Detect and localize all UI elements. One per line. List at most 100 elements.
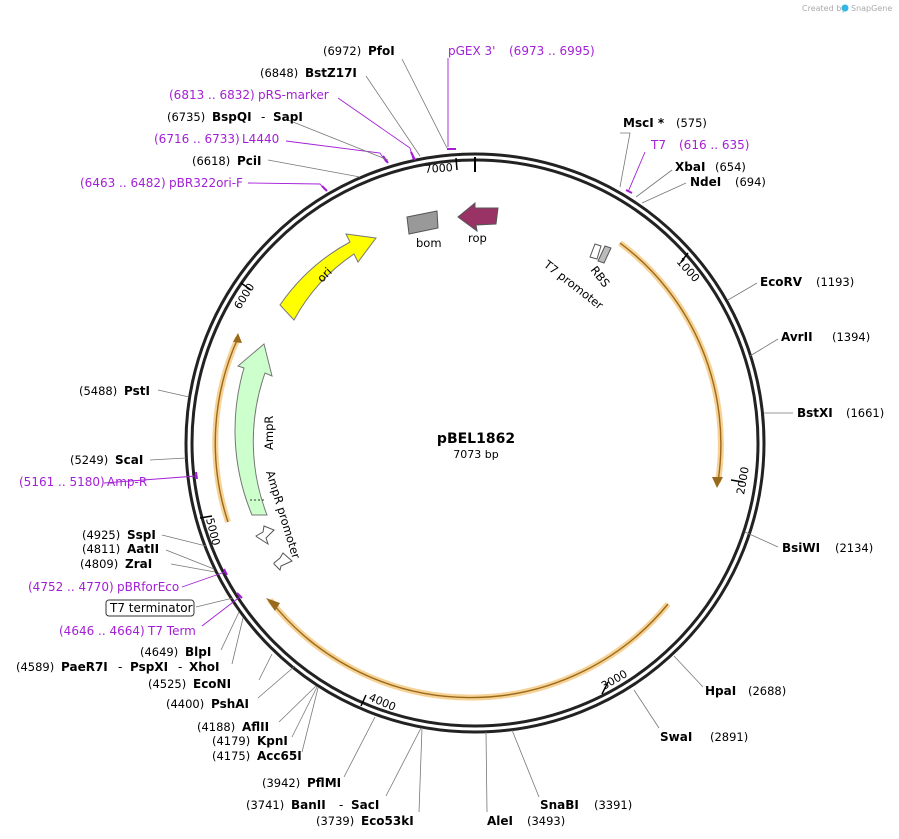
- site-name: PciI: [237, 154, 262, 168]
- snapgene-logo-icon: [841, 4, 849, 12]
- primer-name: L4440: [242, 132, 279, 146]
- plasmid-name: pBEL1862: [437, 431, 515, 447]
- plasmid-size: 7073 bp: [453, 448, 498, 461]
- t7-terminator-feature[interactable]: T7 terminator: [105, 597, 234, 617]
- site-bstZ17I[interactable]: BstZ17I (6848): [260, 66, 421, 157]
- ampr-label: AmpR: [262, 416, 276, 450]
- site-eco53kI[interactable]: Eco53kI (3739): [316, 727, 423, 828]
- site-pos: (4649): [140, 645, 178, 659]
- site-name: PfoI: [368, 44, 395, 58]
- svg-text:-: -: [178, 660, 182, 674]
- site-name: ScaI: [115, 453, 143, 467]
- tick-7000: [455, 157, 458, 171]
- primer-range: (616 .. 635): [679, 138, 749, 152]
- site-ndeI[interactable]: NdeI (694): [641, 175, 766, 204]
- site-pos: (3391): [594, 798, 632, 812]
- site-ecoNI[interactable]: EcoNI (4525): [148, 653, 273, 691]
- primer-t7[interactable]: T7 (616 .. 635): [625, 138, 749, 194]
- site-swaI[interactable]: SwaI (2891): [633, 689, 748, 744]
- site-sspI[interactable]: SspI (4925): [82, 528, 207, 547]
- svg-text:-: -: [118, 660, 122, 674]
- site-mscI[interactable]: MscI * (575): [619, 116, 707, 188]
- site-banII-sacI[interactable]: (3741) BanII - SacI: [246, 727, 422, 812]
- site-name: SwaI: [660, 730, 692, 744]
- primer-range: (6716 .. 6733): [154, 132, 240, 146]
- site-aflII[interactable]: AflII (4188): [197, 685, 317, 734]
- ampr-promoter-label: AmpR promoter: [263, 469, 303, 561]
- primer-prs-marker[interactable]: (6813 .. 6832) pRS-marker: [169, 88, 416, 161]
- tick-4000: [360, 694, 367, 707]
- credit-brand: SnapGene: [851, 4, 892, 13]
- site-pshAI[interactable]: PshAI (4400): [166, 665, 296, 711]
- site-name: BsiWI: [782, 541, 820, 555]
- site-name: AflII: [242, 720, 269, 734]
- primer-pbrforeco[interactable]: (4752 .. 4770) pBRforEco: [28, 568, 228, 594]
- site-name: ZraI: [125, 557, 152, 571]
- site-pos: (6735): [167, 110, 205, 124]
- site-paeR7I-pspXI-xhoI[interactable]: (4589) PaeR7I - PspXI - XhoI: [16, 617, 244, 674]
- rop-label: rop: [468, 231, 487, 245]
- site-name: BlpI: [185, 645, 211, 659]
- site-pos: (4525): [148, 677, 186, 691]
- site-pos: (4175): [212, 749, 250, 763]
- site-bspQI-sapI[interactable]: (6735) BspQI - SapI: [167, 110, 389, 161]
- site-name: PstI: [124, 384, 150, 398]
- primer-t7-term[interactable]: (4646 .. 4664) T7 Term: [59, 592, 243, 638]
- orf-arrowhead-bottom: [266, 598, 280, 611]
- t7-promoter-feature[interactable]: RBS T7 promoter: [540, 243, 613, 312]
- site-scaI[interactable]: ScaI (5249): [70, 453, 187, 467]
- site-xbaI[interactable]: XbaI (654): [635, 160, 746, 198]
- site-name: BspQI: [212, 110, 252, 124]
- site-name: MscI *: [623, 116, 665, 130]
- site-name-2: SapI: [273, 110, 303, 124]
- primer-range: (6813 .. 6832): [169, 88, 255, 102]
- site-avrII[interactable]: AvrII (1394): [749, 330, 870, 357]
- orf-arcs: [212, 240, 724, 701]
- site-blpI[interactable]: BlpI (4649): [140, 611, 240, 659]
- rop-feature[interactable]: rop: [457, 201, 499, 245]
- primer-l4440[interactable]: (6716 .. 6733) L4440: [154, 132, 389, 164]
- site-pos: (5488): [79, 384, 117, 398]
- site-pos: (694): [735, 175, 766, 189]
- ampr-feature[interactable]: AmpR: [234, 343, 276, 516]
- site-zraI[interactable]: ZraI (4809): [80, 557, 216, 573]
- site-name: EcoNI: [193, 677, 231, 691]
- primer-name: pRS-marker: [258, 88, 329, 102]
- tick-1000: [680, 252, 689, 263]
- site-pstI[interactable]: PstI (5488): [79, 384, 190, 398]
- site-aleI[interactable]: AleI (3493): [485, 731, 565, 828]
- site-pfoI[interactable]: PfoI (6972): [323, 44, 448, 149]
- site-name: BanII: [291, 798, 326, 812]
- primer-amp-r[interactable]: (5161 .. 5180) Amp-R: [19, 471, 198, 489]
- site-ecoRV[interactable]: EcoRV (1193): [727, 275, 854, 301]
- svg-text:-: -: [261, 110, 265, 124]
- primer-name: Amp-R: [107, 475, 147, 489]
- site-pos: (4179): [212, 734, 250, 748]
- orf-arc-right: [619, 242, 722, 483]
- site-pos: (4811): [82, 542, 120, 556]
- tick-6000: [240, 282, 252, 291]
- tick-3000: [601, 681, 609, 695]
- site-pciI[interactable]: PciI (6618): [192, 154, 361, 178]
- site-kpnI[interactable]: KpnI (4179): [212, 686, 318, 748]
- orf-arrowhead-left: [233, 333, 242, 343]
- site-bstXI[interactable]: BstXI (1661): [764, 406, 884, 420]
- primer-range: (4646 .. 4664): [59, 624, 145, 638]
- site-snaBI[interactable]: SnaBI (3391): [511, 729, 632, 812]
- ampr-promoter-feature[interactable]: AmpR promoter: [255, 469, 303, 571]
- site-aatII[interactable]: AatII (4811): [82, 542, 215, 570]
- site-acc65I[interactable]: Acc65I (4175): [212, 687, 319, 763]
- site-bsiWI[interactable]: BsiWI (2134): [744, 531, 873, 555]
- ori-feature[interactable]: ori: [279, 233, 377, 321]
- primer-pgex-3[interactable]: pGEX 3' (6973 .. 6995): [447, 44, 595, 150]
- rbs-label: RBS: [588, 263, 613, 290]
- orf-arrowhead-right: [712, 477, 723, 488]
- primer-pbr322ori-f[interactable]: (6463 .. 6482) pBR322ori-F: [80, 176, 328, 192]
- bom-feature[interactable]: bom: [406, 210, 442, 250]
- tick-label-6000: 6000: [232, 281, 258, 312]
- primer-name: T7 Term: [147, 624, 196, 638]
- site-pos: (1661): [846, 406, 884, 420]
- site-hpaI[interactable]: HpaI (2688): [673, 655, 786, 698]
- site-pos: (3942): [262, 776, 300, 790]
- site-pflMI[interactable]: PflMI (3942): [262, 716, 376, 790]
